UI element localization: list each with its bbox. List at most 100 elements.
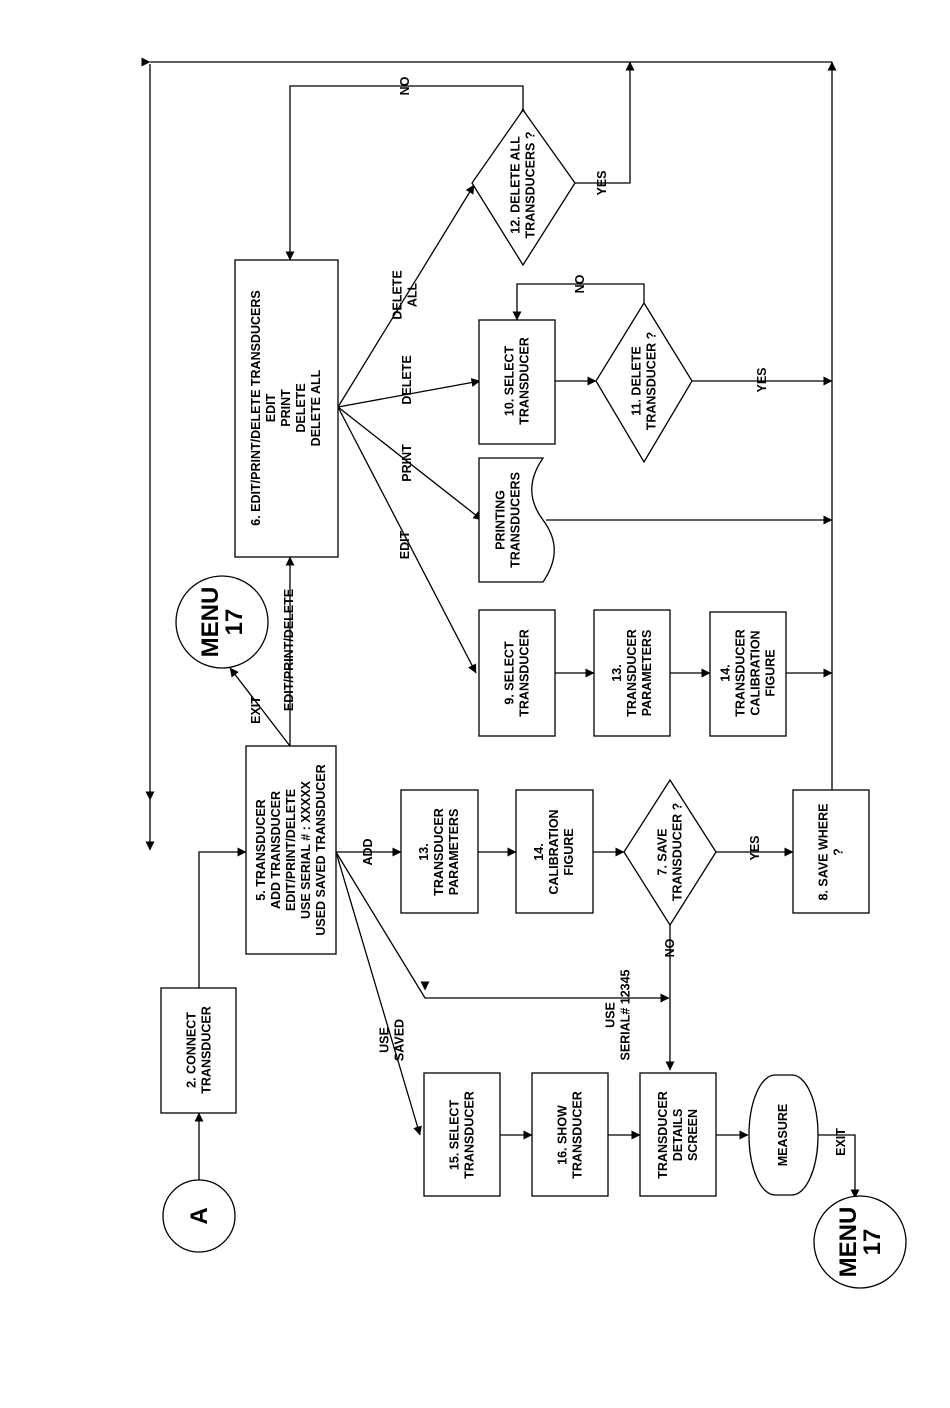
label-edit: EDIT (398, 530, 412, 559)
node-params-add-text-line: TRANSDUCER (432, 808, 446, 896)
node-calib-add-text-line: 14. (532, 843, 546, 860)
label-exit-bottom: EXIT (834, 1128, 848, 1156)
node-details-text-line: DETAILS (671, 1109, 685, 1162)
node-save-where-text-line: 8. SAVE WHERE (817, 803, 831, 900)
node-connect-transducer-text-line: TRANSDUCER (200, 1006, 214, 1094)
node-edit-print-delete-text-line: 6. EDIT/PRINT/DELETE TRANSDUCERS (249, 290, 263, 525)
node-select-10-text-line: TRANSDUCER (518, 337, 532, 425)
node-show-transducer-text-line: TRANSDUCER (571, 1091, 585, 1179)
node-transducer-menu-text-line: 5. TRANSDUCER (254, 799, 268, 900)
node-edit-print-delete-text-line: DELETE (294, 383, 308, 432)
node-measure-text: MEASURE (776, 1104, 790, 1167)
arrow-12-no (285, 85, 524, 261)
label-delete-all-line: DELETE (391, 270, 405, 319)
label-delete-all: DELETEALL (391, 270, 420, 319)
menu-17-top-label: MENU17 (197, 587, 248, 658)
node-calib-edit-text-line: FIGURE (764, 649, 778, 696)
label-delete: DELETE (400, 355, 414, 404)
label-no-7-line: NO (663, 938, 677, 957)
node-transducer-menu-text-line: ADD TRANSDUCER (269, 791, 283, 909)
arrow-delete-all (337, 184, 475, 408)
label-exit-top: EXIT (249, 696, 263, 724)
node-calib-add-text-line: FIGURE (562, 828, 576, 875)
node-params-add-text-line: 13. (417, 843, 431, 860)
label-yes-11: YES (755, 367, 769, 392)
node-transducer-menu-text-line: USED SAVED TRANSDUCER (314, 764, 328, 935)
node-delete-decision-text-line: TRANSDUCER ? (645, 332, 659, 431)
label-print-line: PRINT (400, 444, 414, 482)
node-save-where-text: 8. SAVE WHERE? (817, 803, 846, 900)
node-connect-transducer-text-line: 2. CONNECT (185, 1012, 199, 1088)
label-no-12: NO (398, 76, 412, 95)
arrow-exit-to-menu (229, 667, 291, 747)
node-select-9-text: 9. SELECTTRANSDUCER (503, 629, 532, 717)
node-select-transducer-10 (478, 319, 556, 445)
node-edit-print-delete (234, 259, 339, 558)
node-calib-add-text: 14.CALIBRATIONFIGURE (532, 809, 576, 894)
node-delete-transducer-decision (595, 301, 693, 464)
label-yes-12: YES (595, 170, 609, 195)
label-print: PRINT (400, 444, 414, 482)
node-params-edit-text-line: PARAMETERS (640, 630, 654, 717)
label-delete-line: DELETE (400, 355, 414, 404)
node-transducer-menu-text-line: USE SERIAL # : XXXXX (299, 780, 313, 919)
node-select-9-text-line: 9. SELECT (503, 641, 517, 705)
label-exit-bottom-line: EXIT (834, 1128, 848, 1156)
node-edit-print-delete-text-line: PRINT (279, 389, 293, 427)
node-delete-decision-text-line: 11. DELETE (630, 346, 644, 415)
arrow-11-no (512, 283, 645, 321)
node-calib-edit-text-line: 14. (719, 664, 733, 681)
label-use-saved-line: SAVED (393, 1019, 407, 1061)
label-no-11: NO (573, 274, 587, 293)
node-params-add-text-line: PARAMETERS (447, 809, 461, 896)
node-transducer-details (639, 1072, 717, 1197)
node-printing-text-line: PRINTING (494, 490, 508, 550)
node-show-transducer (531, 1072, 609, 1197)
label-delete-all-line: ALL (406, 282, 420, 307)
node-edit-print-delete-text-line: DELETE ALL (309, 369, 323, 446)
label-add: ADD (361, 838, 375, 865)
label-no-7: NO (663, 938, 677, 957)
label-no-11-line: NO (573, 274, 587, 293)
arrow-use-saved (335, 851, 422, 1136)
node-save-where (792, 789, 870, 914)
node-params-edit-text: 13.TRANSDUCERPARAMETERS (610, 629, 654, 717)
node-transducer-parameters-edit (593, 609, 671, 737)
label-use-saved-line: USE (378, 1027, 392, 1053)
label-use-serial: USESERIAL# 12345 (604, 969, 633, 1060)
node-transducer-menu-text: 5. TRANSDUCERADD TRANSDUCEREDIT/PRINT/DE… (254, 764, 328, 935)
node-save-decision-text: 7. SAVETRANSDUCER ? (656, 803, 685, 902)
label-add-line: ADD (361, 838, 375, 865)
label-edit-print-delete-line: EDIT/PRINT/DELETE (282, 589, 296, 711)
node-transducer-menu-text-line: EDIT/PRINT/DELETE (284, 789, 298, 911)
menu-17-top-label-line: MENU (197, 587, 224, 658)
label-edit-print-delete: EDIT/PRINT/DELETE (282, 589, 296, 711)
menu-17-top-label-line: 17 (221, 609, 248, 636)
node-params-add-text: 13.TRANSDUCERPARAMETERS (417, 808, 461, 896)
node-transducer-menu (245, 745, 337, 955)
node-save-transducer-decision (623, 778, 717, 927)
node-select-transducer-9 (478, 609, 556, 737)
node-measure-text-line: MEASURE (776, 1104, 790, 1167)
node-select-15-text-line: TRANSDUCER (463, 1091, 477, 1179)
menu-17-bottom-label: MENU17 (835, 1207, 886, 1278)
node-measure (748, 1074, 819, 1196)
label-use-serial-line: SERIAL# 12345 (619, 969, 633, 1060)
node-select-15-text-line: 15. SELECT (448, 1100, 462, 1171)
node-show-transducer-text-line: 16. SHOW (556, 1105, 570, 1165)
node-edit-print-delete-text-line: EDIT (264, 393, 278, 422)
label-use-saved: USESAVED (378, 1019, 407, 1061)
node-delete-all-decision-text: 12. DELETE ALLTRANSDUCERS ? (509, 132, 538, 239)
node-calib-edit-text-line: TRANSDUCER (734, 629, 748, 717)
node-delete-all-decision-text-line: 12. DELETE ALL (509, 136, 523, 234)
label-exit-top-line: EXIT (249, 696, 263, 724)
node-calib-edit-text: 14.TRANSDUCERCALIBRATIONFIGURE (719, 629, 778, 717)
menu-17-connector-bottom (813, 1195, 907, 1289)
connector-a-label-line: A (186, 1207, 213, 1224)
node-save-decision-text-line: 7. SAVE (656, 828, 670, 875)
node-save-decision-text-line: TRANSDUCER ? (671, 803, 685, 902)
arrow-edit (337, 406, 477, 674)
node-details-text-line: SCREEN (686, 1109, 700, 1161)
node-calib-add-text-line: CALIBRATION (547, 809, 561, 894)
